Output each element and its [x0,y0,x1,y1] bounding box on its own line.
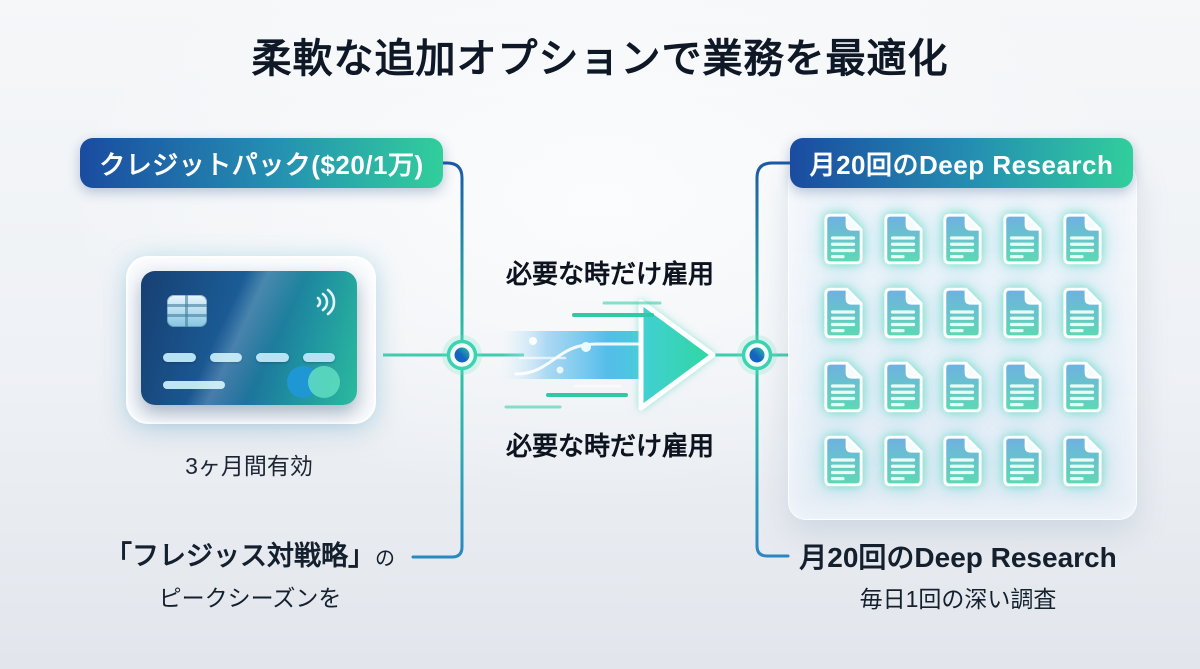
payment-circle-blue [287,366,319,398]
deep-research-panel [788,163,1137,520]
document-icon [941,286,983,345]
credit-pack-badge: クレジットパック($20/1万) [80,138,443,188]
right-note: 月20回のDeep Research 毎日1回の深い調査 [780,536,1136,614]
page-title: 柔軟な追加オプションで業務を最適化 [251,37,949,81]
document-icon [1061,434,1103,493]
document-icon [941,434,983,493]
document-icon [1001,212,1043,271]
left-note-line1: 「フレジッス対戦略」の [85,534,415,573]
document-icon [822,286,864,345]
document-icon [941,212,983,271]
document-icon [882,212,924,271]
flow-arrow-icon [502,299,716,411]
right-note-line1: 月20回のDeep Research [799,542,1117,573]
left-note-line2: ピークシーズンを [158,585,342,611]
document-icon [1061,286,1103,345]
connector-node-left [442,335,482,375]
left-note-suffix: の [375,548,395,570]
card-chip-icon [167,295,207,327]
card-name-dash [163,381,225,389]
document-icon [1001,360,1043,419]
deep-research-badge: 月20回のDeep Research [790,138,1133,188]
document-icon [822,360,864,419]
contactless-wave-icon [316,288,336,316]
document-icon [882,286,924,345]
document-icon [1061,360,1103,419]
document-icon [1061,212,1103,271]
left-note: 「フレジッス対戦略」の ピークシーズンを [85,534,415,613]
document-icon [941,360,983,419]
connector-node-right [737,335,777,375]
document-icon [882,434,924,493]
document-icon [822,212,864,271]
document-icon [822,434,864,493]
card-validity-caption: 3ヶ月間有効 [185,453,313,479]
arrow-caption-bottom: 必要な時だけ雇用 [505,431,714,461]
credit-card-frame [126,256,376,424]
left-note-strong: 「フレジッス対戦略」 [105,541,375,571]
credit-card-illustration [141,271,357,405]
document-icon [882,360,924,419]
right-note-line2: 毎日1回の深い調査 [859,586,1057,612]
card-number-dashes [163,353,335,362]
document-icon [1001,434,1043,493]
payment-circle-teal [308,366,340,398]
document-icon [1001,286,1043,345]
arrow-caption-top: 必要な時だけ雇用 [505,259,714,289]
document-grid [813,204,1112,501]
